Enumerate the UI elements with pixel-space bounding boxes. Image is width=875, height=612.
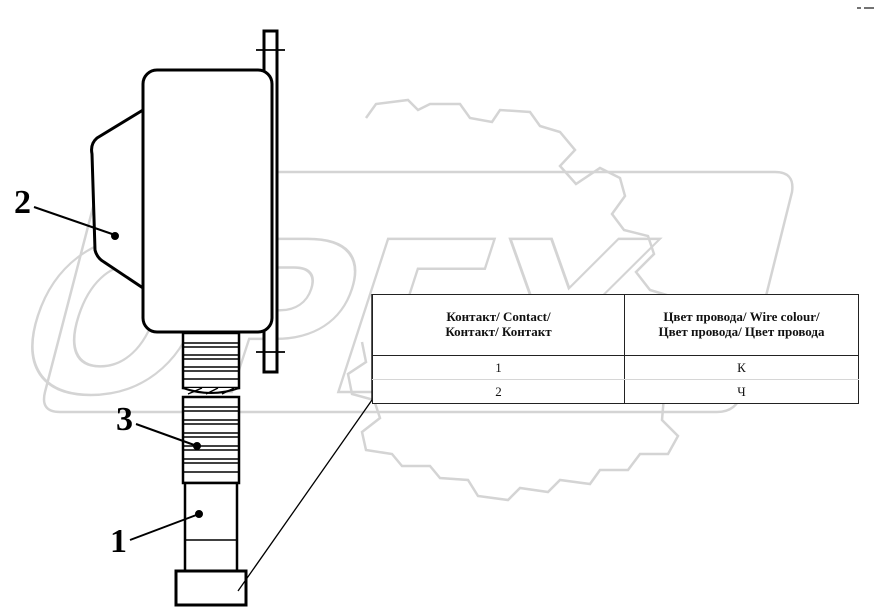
colour-cell: К xyxy=(624,355,859,380)
contact-cell: 2 xyxy=(372,379,625,404)
housing xyxy=(90,68,274,334)
callout-1: 1 xyxy=(110,523,127,560)
table-row: 1 К xyxy=(372,355,859,380)
header-colour-line-2: Цвет провода/ Цвет провода xyxy=(658,324,825,339)
header-contact: Контакт/ Contact/ Контакт/ Контакт xyxy=(372,294,625,356)
wire-color-table: Контакт/ Contact/ Контакт/ Контакт Цвет … xyxy=(372,294,859,404)
housing-cover xyxy=(90,108,145,290)
header-colour-line-1: Цвет провода/ Wire colour/ xyxy=(663,309,820,325)
corrugated-tube xyxy=(181,331,241,485)
connector-plug xyxy=(174,569,248,607)
housing-body xyxy=(141,68,274,334)
colour-cell: Ч xyxy=(624,379,859,404)
contact-cell: 1 xyxy=(372,355,625,380)
cable-sleeve xyxy=(183,481,239,573)
callout-2: 2 xyxy=(14,184,31,221)
header-wire-colour: Цвет провода/ Wire colour/ Цвет провода/… xyxy=(624,294,859,356)
header-contact-line-1: Контакт/ Contact/ xyxy=(446,309,551,325)
callout-3: 3 xyxy=(116,401,133,438)
header-contact-line-2: Контакт/ Контакт xyxy=(445,324,552,339)
table-row: 2 Ч xyxy=(372,379,859,404)
table-header-row: Контакт/ Contact/ Контакт/ Контакт Цвет … xyxy=(372,294,859,356)
